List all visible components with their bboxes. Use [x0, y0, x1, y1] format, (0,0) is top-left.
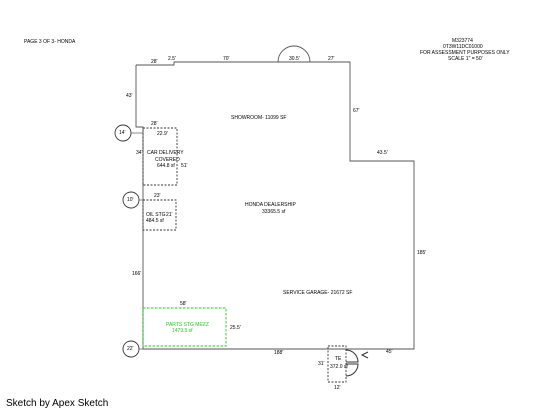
- dim-cd-right: 51': [181, 163, 188, 169]
- dim-parts-side: 25.5': [230, 325, 241, 331]
- dim-right-long: 185': [417, 250, 427, 256]
- dim-cd-inner: 22.9': [157, 131, 168, 137]
- top-arc: [277, 45, 311, 63]
- id-line: M323774: [452, 38, 473, 44]
- dim-te-side: 31': [318, 361, 325, 367]
- dim-oil-top: 23': [154, 193, 161, 199]
- car-delivery-line2: COVERED: [155, 157, 180, 163]
- parcel-line: 0T3W11DC01000: [443, 44, 483, 50]
- dim-cd-top: 28': [151, 121, 158, 127]
- dealership-area: 33365.5 sf: [262, 209, 286, 215]
- page-label: PAGE 3 OF 3- HONDA: [24, 39, 76, 45]
- dealership-name: HONDA DEALERSHIP: [245, 202, 296, 208]
- dim-te-bottom: 12': [334, 385, 341, 391]
- parts-storage-area: 1479.5 sf: [172, 328, 193, 334]
- te-door-arc-lower: [345, 363, 359, 377]
- dim-arc: 30.5': [289, 56, 300, 62]
- marker-label-1: 14': [119, 130, 126, 136]
- marker-label-3: 22': [127, 346, 134, 352]
- service-garage-label: SERVICE GARAGE- 21672 SF: [283, 290, 353, 296]
- dim-top-left: 28': [151, 59, 158, 65]
- marker-label-2: 10': [127, 197, 134, 203]
- dim-bottom-188: 188': [274, 350, 284, 356]
- car-delivery-area: 644.8 sf: [157, 163, 175, 169]
- te-label: TE: [335, 356, 342, 362]
- parts-storage-box: [142, 307, 227, 347]
- dim-parts-top: 58': [180, 301, 187, 307]
- purpose-line: FOR ASSESSMENT PURPOSES ONLY: [420, 50, 510, 56]
- te-arrow: [360, 351, 369, 359]
- te-area: 372.0 sf: [330, 364, 348, 370]
- dim-left-43: 43': [126, 93, 133, 99]
- dim-step-43-5: 43.5': [377, 150, 388, 156]
- car-delivery-line1: CAR DELIVERY: [147, 150, 184, 156]
- dim-bottom-45: 45': [386, 349, 393, 355]
- dim-cd-left: 34': [136, 150, 143, 156]
- te-door-arc-upper: [345, 349, 359, 363]
- dim-top-step: 2.5': [168, 56, 176, 62]
- scale-line: SCALE 1" = 50': [448, 56, 483, 62]
- oil-storage-area: 484.5 sf: [146, 218, 164, 224]
- dim-right-67: 67': [353, 108, 360, 114]
- showroom-label: SHOWROOM- 11099 SF: [231, 115, 287, 121]
- dim-left-166: 166': [132, 271, 142, 277]
- dim-oil-side: 21': [166, 212, 173, 218]
- oil-storage-label: OIL STG: [146, 212, 166, 218]
- dim-top-70: 70': [223, 56, 230, 62]
- dim-top-27: 27': [328, 56, 335, 62]
- parts-storage-label: PARTS STG MEZZ: [166, 322, 209, 328]
- footer-credit: Sketch by Apex Sketch: [6, 398, 109, 409]
